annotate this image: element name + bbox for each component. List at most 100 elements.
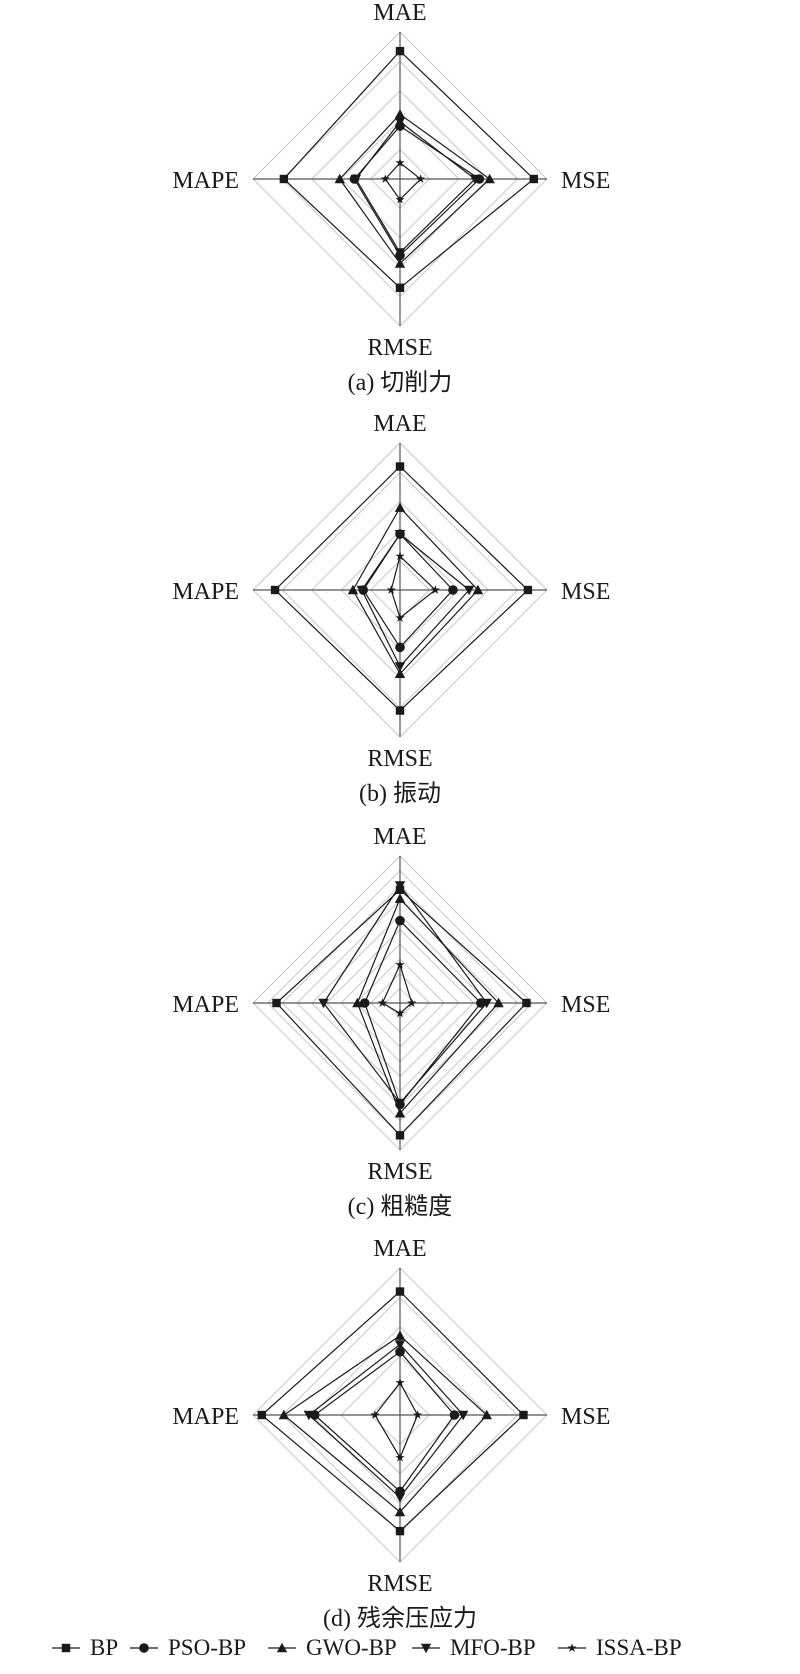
data-point-mse — [430, 585, 440, 594]
data-point-rmse — [394, 668, 406, 678]
series-pso-bp — [349, 121, 485, 261]
legend-marker-icon — [139, 1643, 149, 1653]
data-point-mse — [519, 1410, 528, 1420]
data-point-rmse — [394, 258, 406, 268]
data-point-mse — [407, 998, 417, 1007]
data-point-rmse — [394, 1108, 406, 1118]
data-point-mae — [394, 881, 406, 891]
data-point-mape — [278, 1409, 290, 1420]
legend-item-gwo-bp: GWO-BP — [268, 1635, 397, 1660]
legend-item-bp: BP — [52, 1635, 118, 1660]
data-point-mape — [347, 584, 359, 595]
data-point-mape — [359, 998, 370, 1008]
axis-label-mae: MAE — [373, 411, 426, 437]
data-point-mae — [395, 158, 405, 167]
chart-caption: (c) 粗糙度 — [348, 1193, 453, 1220]
data-point-mse — [481, 998, 492, 1009]
series-gwo-bp — [278, 1330, 492, 1517]
series-mfo-bp — [356, 529, 475, 672]
axis-label-mape: MAPE — [172, 579, 239, 605]
data-point-mae — [394, 109, 406, 119]
axis-label-mape: MAPE — [172, 168, 239, 194]
data-point-rmse — [395, 194, 405, 204]
chart-caption: (a) 切削力 — [348, 369, 453, 396]
legend-label: BP — [90, 1635, 118, 1660]
data-point-mse — [463, 585, 475, 596]
data-point-mse — [416, 174, 426, 183]
data-point-mse — [413, 1410, 423, 1419]
series-bp — [279, 46, 538, 292]
data-point-mse — [523, 585, 533, 595]
data-point-mse — [458, 1410, 469, 1421]
axis-label-mse: MSE — [561, 992, 610, 1018]
radar-chart-d: MAE MSE RMSE MAPE (d) 残余压应力 — [172, 1236, 610, 1632]
series-gwo-bp — [334, 109, 495, 268]
data-point-mse — [493, 997, 504, 1008]
data-point-mse — [469, 174, 481, 185]
data-point-mse — [448, 585, 458, 595]
legend-label: GWO-BP — [306, 1635, 397, 1660]
data-point-mae — [395, 1377, 405, 1387]
data-point-mse — [449, 1410, 460, 1420]
chart-caption: (d) 残余压应力 — [323, 1605, 477, 1632]
data-point-mae — [395, 959, 405, 969]
legend-label: MFO-BP — [450, 1635, 536, 1660]
series-bp — [257, 1287, 528, 1536]
axis-label-rmse: RMSE — [367, 335, 432, 361]
data-point-rmse — [395, 1008, 405, 1018]
data-point-rmse — [395, 283, 405, 292]
series-line — [362, 533, 454, 649]
radar-chart-a: MAE MSE RMSE MAPE (a) 切削力 — [172, 0, 610, 396]
data-point-rmse — [395, 1452, 405, 1462]
series-mfo-bp — [350, 117, 481, 258]
data-point-rmse — [394, 662, 406, 672]
data-point-mape — [386, 585, 396, 594]
data-point-mape — [352, 997, 363, 1008]
series-issa-bp — [380, 158, 426, 204]
legend-label: PSO-BP — [168, 1635, 246, 1660]
legend-item-mfo-bp: MFO-BP — [412, 1635, 536, 1660]
data-point-mae — [395, 46, 405, 56]
data-point-mae — [395, 1287, 405, 1296]
data-point-rmse — [395, 642, 405, 653]
axis-label-rmse: RMSE — [367, 746, 432, 772]
data-point-rmse — [395, 706, 405, 715]
axis-label-mae: MAE — [373, 0, 426, 26]
series-pso-bp — [359, 915, 486, 1110]
legend-marker-icon — [420, 1643, 432, 1654]
series-gwo-bp — [352, 893, 504, 1118]
data-point-rmse — [394, 1506, 406, 1517]
legend-marker-icon — [276, 1642, 288, 1653]
data-point-rmse — [394, 1493, 406, 1503]
data-point-mape — [303, 1410, 315, 1421]
series-issa-bp — [386, 551, 440, 622]
data-point-mae — [395, 915, 405, 926]
series-line — [374, 1381, 419, 1459]
data-point-mae — [394, 502, 406, 512]
data-point-rmse — [394, 1098, 406, 1109]
series-mfo-bp — [303, 1340, 469, 1503]
data-point-mse — [481, 1409, 492, 1420]
axis-label-mape: MAPE — [172, 1404, 239, 1430]
data-point-rmse — [394, 248, 406, 258]
axis-label-mae: MAE — [373, 1236, 426, 1262]
data-point-mape — [257, 1410, 267, 1420]
data-point-mae — [394, 1340, 406, 1350]
legend-label: ISSA-BP — [596, 1635, 682, 1660]
data-point-mape — [377, 998, 387, 1007]
series-line — [355, 120, 476, 254]
axis-label-mse: MSE — [561, 168, 610, 194]
legend-marker-icon — [61, 1643, 71, 1653]
axis-label-mse: MSE — [561, 1404, 610, 1430]
legend-item-pso-bp: PSO-BP — [130, 1635, 246, 1660]
data-point-mae — [395, 551, 405, 561]
legend: BP PSO-BP GWO-BP MFO-BP ISSA-BP — [52, 1635, 682, 1660]
legend-marker-icon — [567, 1643, 577, 1652]
series-line — [384, 161, 422, 201]
data-point-mae — [394, 1330, 406, 1340]
axis-label-rmse: RMSE — [367, 1571, 432, 1597]
series-bp — [270, 462, 533, 715]
